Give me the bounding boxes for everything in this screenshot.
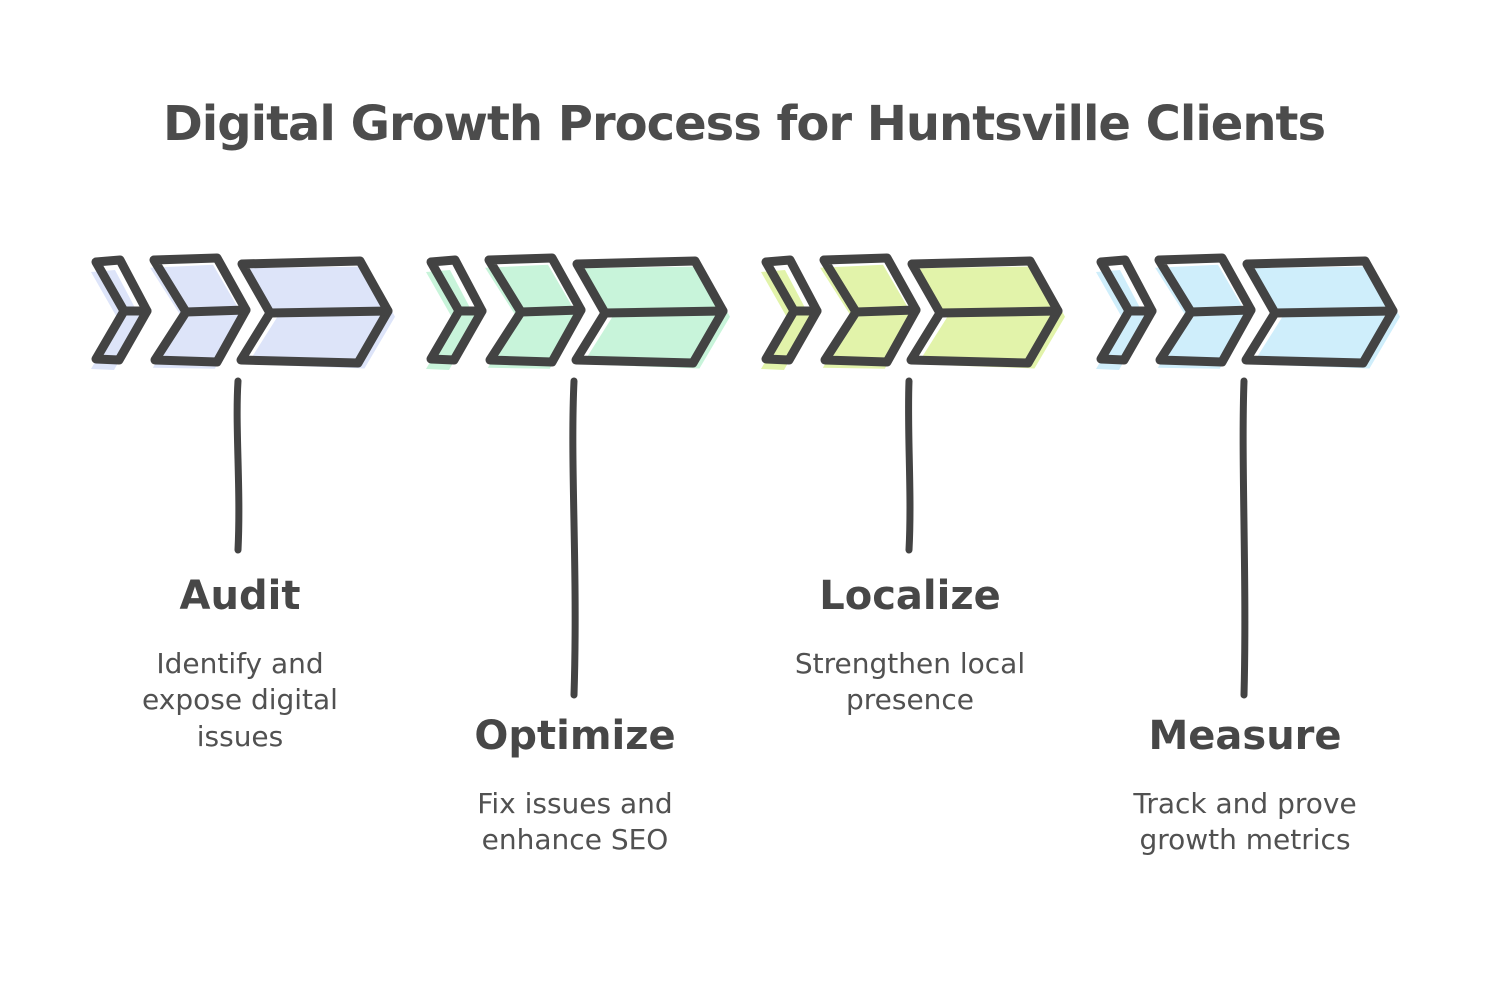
connector-line (233, 377, 243, 554)
step-title: Optimize (474, 713, 676, 759)
step-label: Optimize Fix issues and enhance SEO (415, 714, 735, 859)
step-description: Fix issues and enhance SEO (477, 787, 673, 857)
triple-chevron-arrow-icon (91, 258, 396, 370)
connector-line (1239, 377, 1249, 699)
step-title: Localize (819, 573, 1001, 619)
step-label: Audit Identify and expose digital issues (80, 574, 400, 755)
step-description: Identify and expose digital issues (142, 647, 338, 753)
triple-chevron-arrow-icon (1096, 258, 1401, 370)
step-title: Audit (179, 573, 301, 619)
step-description: Strengthen local presence (794, 647, 1026, 717)
triple-chevron-arrow-icon (761, 258, 1066, 370)
step-title: Measure (1148, 713, 1342, 759)
step-description: Track and prove growth metrics (1133, 787, 1357, 857)
diagram-title: Digital Growth Process for Huntsville Cl… (162, 96, 1326, 152)
step-label: Measure Track and prove growth metrics (1085, 714, 1405, 859)
triple-chevron-arrow-icon (426, 258, 731, 370)
connector-line (569, 377, 579, 699)
step-label: Localize Strengthen local presence (750, 574, 1070, 719)
connector-line (905, 377, 914, 554)
